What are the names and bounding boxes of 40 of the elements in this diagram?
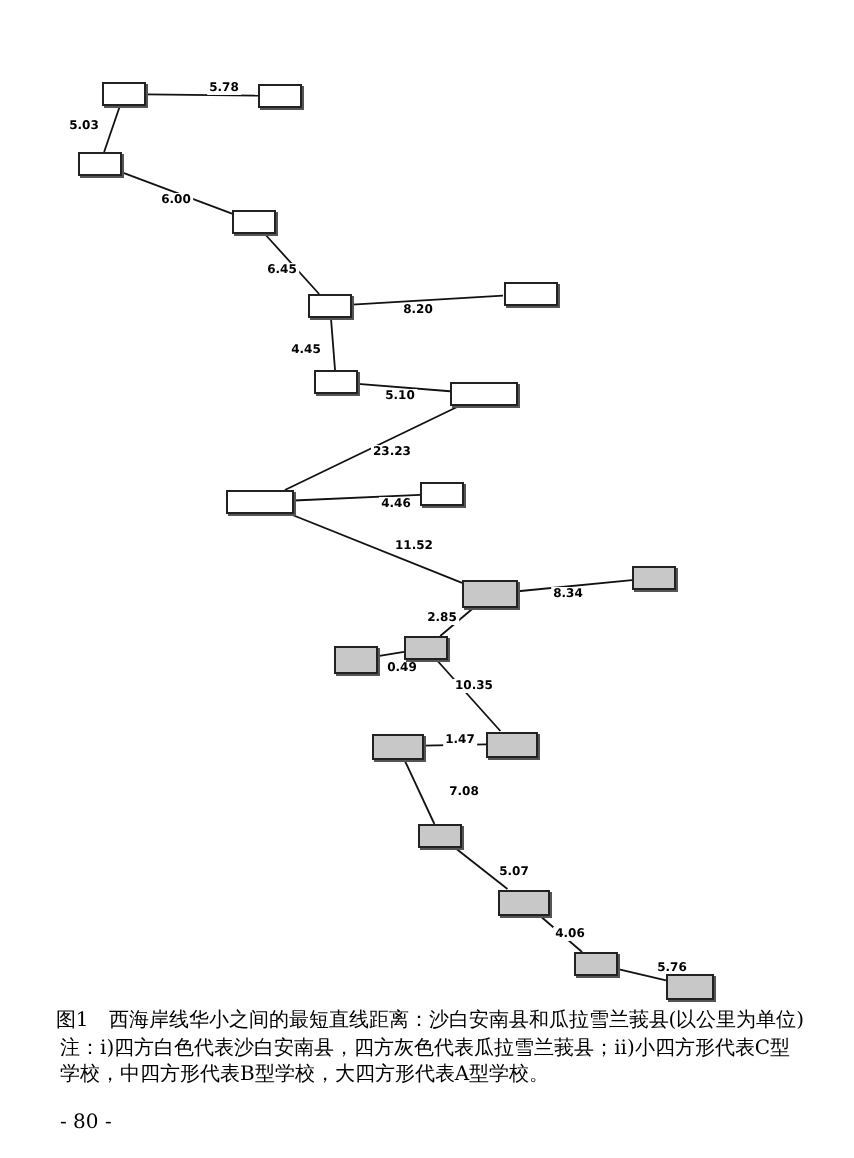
figure-caption: 图1 西海岸线华小之间的最短直线距离：沙白安南县和瓜拉雪兰莪县(以公里为单位) <box>53 1007 807 1034</box>
connector-line <box>289 513 463 584</box>
school-box <box>78 152 122 176</box>
connector-line <box>357 382 451 393</box>
school-box <box>666 973 714 999</box>
connector-line <box>517 579 633 593</box>
connector-line <box>617 968 667 982</box>
school-box <box>258 84 302 108</box>
school-box <box>308 294 352 318</box>
connector-line <box>330 317 336 371</box>
connector-line <box>351 294 504 306</box>
school-box <box>102 82 146 106</box>
connector-line <box>293 494 421 502</box>
school-box <box>404 636 448 660</box>
school-box <box>314 370 358 394</box>
connector-line <box>103 105 121 153</box>
school-box <box>632 566 676 590</box>
connector-line <box>121 171 233 215</box>
school-box <box>334 646 378 674</box>
school-box <box>418 824 462 848</box>
school-box <box>226 490 294 514</box>
connector-line <box>145 93 259 97</box>
school-box <box>372 733 424 759</box>
school-box <box>420 482 464 506</box>
school-box <box>232 210 276 234</box>
school-box <box>503 282 557 306</box>
page-number: - 80 - <box>60 1112 112 1134</box>
connector-line <box>403 758 436 825</box>
connector-line <box>377 650 405 658</box>
connector-line <box>454 847 509 890</box>
connector-line <box>284 405 460 491</box>
connector-line <box>439 607 475 637</box>
school-box <box>450 382 518 406</box>
connector-line <box>263 233 321 295</box>
school-box <box>462 580 518 608</box>
note-text: 注：i)四方白色代表沙白安南县，四方灰色代表瓜拉雪兰莪县；ii)小四方形代表C型学校，中四方形代表B型学校，大四方形代表A型学校。 <box>60 1036 793 1088</box>
school-box <box>574 952 618 976</box>
school-box <box>498 889 550 915</box>
connector-line <box>423 743 487 747</box>
school-box <box>486 731 538 757</box>
